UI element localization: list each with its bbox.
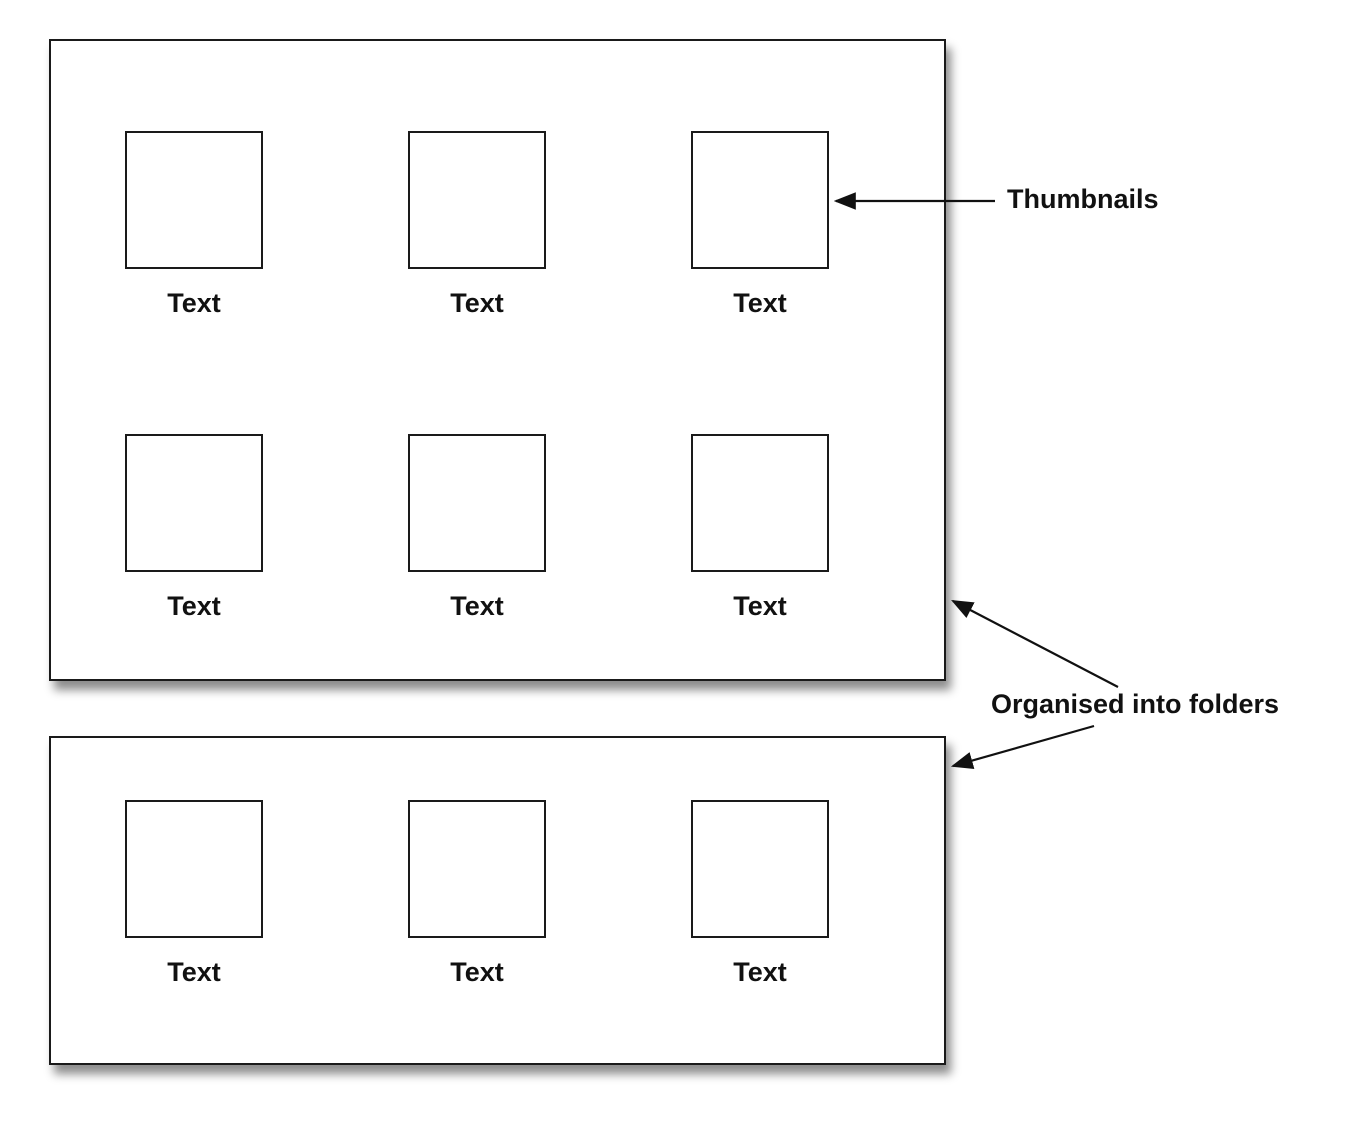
thumbnail-item[interactable]: Text <box>660 131 860 319</box>
thumbnail-label: Text <box>733 288 787 318</box>
thumbnail-item[interactable]: Text <box>377 800 577 988</box>
folder-arrow-upper <box>951 599 1119 688</box>
thumbnail-image[interactable] <box>691 434 829 572</box>
thumbnail-item[interactable]: Text <box>660 434 860 622</box>
thumbnail-image[interactable] <box>691 131 829 269</box>
thumbnail-item[interactable]: Text <box>377 131 577 319</box>
thumbnail-label: Text <box>167 957 221 987</box>
thumbnail-label: Text <box>733 591 787 621</box>
thumbnail-image[interactable] <box>125 434 263 572</box>
thumbnail-image[interactable] <box>408 800 546 938</box>
thumbnails-callout-label: Thumbnails <box>1007 184 1159 214</box>
thumbnail-item[interactable]: Text <box>94 131 294 319</box>
folder-arrow-lower <box>950 724 1095 770</box>
thumbnail-label: Text <box>167 591 221 621</box>
thumbnail-image[interactable] <box>691 800 829 938</box>
thumbnail-item[interactable]: Text <box>94 434 294 622</box>
thumbnail-item[interactable]: Text <box>377 434 577 622</box>
thumbnail-item[interactable]: Text <box>660 800 860 988</box>
folder-panel-2: Text Text Text <box>49 736 946 1065</box>
folders-callout-label: Organised into folders <box>991 689 1280 719</box>
thumbnail-label: Text <box>450 591 504 621</box>
folder-panel-1: Text Text Text Text Text Text <box>49 39 946 681</box>
thumbnail-label: Text <box>450 288 504 318</box>
thumbnail-image[interactable] <box>408 434 546 572</box>
thumbnail-image[interactable] <box>125 800 263 938</box>
thumbnail-label: Text <box>450 957 504 987</box>
thumbnail-label: Text <box>167 288 221 318</box>
thumbnail-image[interactable] <box>408 131 546 269</box>
thumbnail-image[interactable] <box>125 131 263 269</box>
thumbnail-label: Text <box>733 957 787 987</box>
thumbnail-item[interactable]: Text <box>94 800 294 988</box>
